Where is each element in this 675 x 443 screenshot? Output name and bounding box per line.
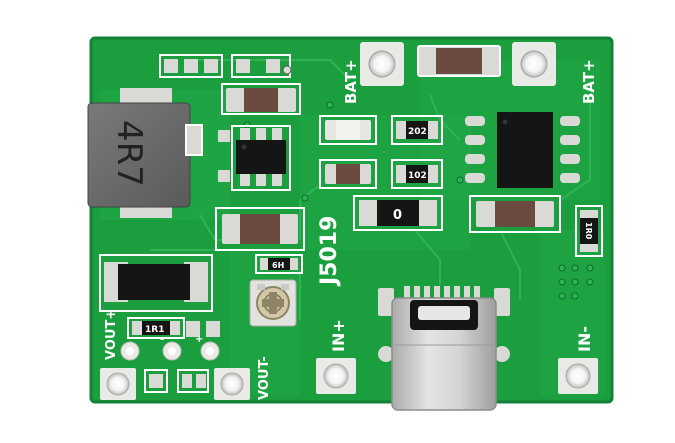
bat-plus-right-pad[interactable] — [512, 42, 556, 86]
label-bat-plus-left: BAT+ — [342, 59, 360, 104]
capacitor-small-1 — [319, 115, 377, 145]
resistor-1r1-label: 1R1 — [145, 325, 164, 335]
diode-schottky — [99, 254, 213, 312]
resistor-202: 202 — [391, 115, 443, 145]
capacitor-top — [417, 45, 501, 77]
resistor-6h: 6H — [255, 254, 303, 274]
resistor-1r0: 1R0 — [575, 205, 603, 257]
label-in-minus: IN- — [575, 326, 594, 352]
resistor-zero-ohm: 0 — [353, 195, 443, 231]
inductor: 4R7 — [87, 88, 191, 218]
usb-c-connector[interactable] — [378, 286, 510, 411]
ic-charger-right — [465, 112, 580, 188]
smd-pads-bottom — [144, 369, 209, 393]
resistor-6h-label: 6H — [272, 261, 284, 270]
svg-text:+: + — [195, 334, 203, 345]
inductor-marking: 4R7 — [109, 120, 149, 187]
capacitor-mid — [215, 207, 305, 251]
trim-potentiometer[interactable] — [249, 279, 297, 327]
resistor-202-label: 202 — [408, 127, 427, 137]
label-vout-plus: VOUT+ — [104, 309, 119, 360]
resistor-102: 102 — [391, 159, 443, 189]
bat-plus-left-pad[interactable] — [360, 42, 404, 86]
svg-text:-: - — [160, 334, 164, 345]
capacitor-small-2 — [319, 159, 377, 189]
label-bat-plus-right: BAT+ — [580, 59, 598, 104]
resistor-1r1: 1R1 — [127, 317, 220, 339]
smd-pads-top-left — [159, 54, 292, 78]
resistor-1r0-label: 1R0 — [584, 222, 593, 240]
capacitor-right — [469, 195, 561, 233]
ic-controller-left — [218, 125, 291, 191]
in-plus-pad[interactable] — [316, 358, 356, 394]
vout-plus-pad[interactable] — [100, 368, 136, 400]
resistor-102-label: 102 — [408, 171, 427, 181]
capacitor-mid-top — [221, 83, 301, 115]
label-part-number: J5019 — [317, 216, 342, 287]
label-in-plus: IN+ — [329, 319, 348, 352]
vout-minus-pad[interactable] — [214, 368, 250, 400]
vout-pads-upper[interactable]: - + — [120, 334, 220, 361]
in-minus-pad[interactable] — [558, 358, 598, 394]
resistor-zero-label: 0 — [393, 208, 402, 223]
label-vout-minus: VOUT- — [257, 356, 272, 400]
